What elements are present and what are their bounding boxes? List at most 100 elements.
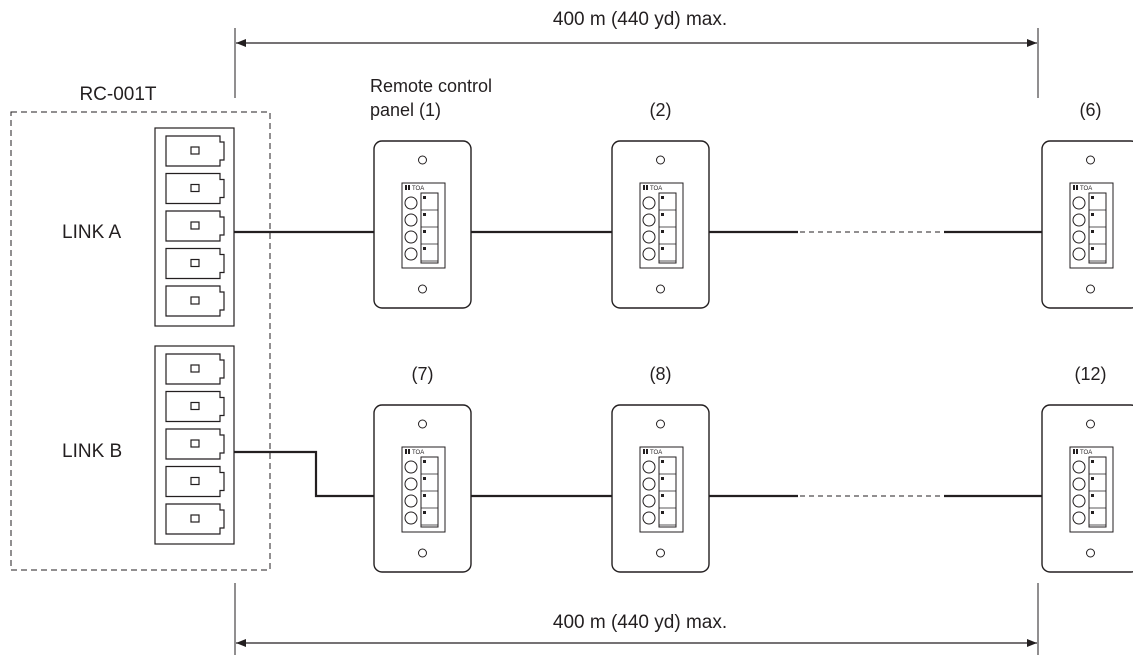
link-a-connector-4 — [165, 247, 225, 280]
panel-button-2 — [404, 477, 418, 491]
indicator-led-icon — [661, 230, 664, 233]
screw-hole-icon — [1086, 548, 1095, 558]
panel-button-2 — [1072, 213, 1086, 227]
panel-label-line1: Remote control — [370, 76, 492, 96]
panel-logo-text: TOA — [412, 186, 424, 192]
link-b-connector-5 — [165, 503, 225, 535]
screw-hole-icon — [1086, 284, 1095, 294]
indicator-led-icon — [661, 213, 664, 216]
panel-wall-plate — [611, 140, 710, 309]
connector-latch-icon — [190, 221, 200, 230]
panel-button-1 — [642, 460, 656, 474]
dimension-bottom-label: 400 m (440 yd) max. — [553, 612, 727, 633]
panel-button-2 — [1072, 477, 1086, 491]
panel-button-4 — [404, 511, 418, 525]
link-a-connector-block — [154, 127, 235, 327]
panel-button-1 — [1072, 460, 1086, 474]
toa-logo-icon: TOA — [1073, 185, 1092, 192]
key-strip — [1088, 456, 1107, 528]
link-a-label: LINK A — [62, 222, 121, 243]
link-b-label: LINK B — [62, 441, 122, 462]
panel-button-3 — [1072, 230, 1086, 244]
remote-panel-2-2: (8) TOA — [611, 364, 710, 573]
link-a-connector-2 — [165, 172, 225, 205]
screw-hole-icon — [1086, 155, 1095, 165]
controller-rc001t: RC-001T LINK A LINK B — [10, 84, 271, 571]
panel-label: (2) — [650, 100, 672, 120]
key-strip — [420, 192, 439, 264]
panel-button-1 — [1072, 196, 1086, 210]
screw-hole-icon — [418, 548, 427, 558]
indicator-led-icon — [1091, 494, 1094, 497]
panel-wall-plate — [611, 404, 710, 573]
panel-button-4 — [1072, 247, 1086, 261]
screw-hole-icon — [418, 419, 427, 429]
wiring — [234, 230, 1042, 498]
panel-button-4 — [642, 247, 656, 261]
panel-button-3 — [642, 494, 656, 508]
remote-panel-2-1: (7)TOA — [373, 364, 472, 573]
panel-wall-plate — [373, 404, 472, 573]
panel-logo-text: TOA — [412, 450, 424, 456]
indicator-led-icon — [661, 494, 664, 497]
screw-hole-icon — [1086, 419, 1095, 429]
panel-button-2 — [642, 477, 656, 491]
indicator-led-icon — [1091, 477, 1094, 480]
panel-button-1 — [404, 196, 418, 210]
panel-wall-plate — [1041, 140, 1133, 309]
indicator-led-icon — [661, 477, 664, 480]
cable-link-b-to-panel-7 — [234, 450, 374, 498]
indicator-led-icon — [1091, 213, 1094, 216]
panel-face — [401, 182, 446, 269]
indicator-led-icon — [1091, 196, 1094, 199]
toa-logo-icon: TOA — [405, 449, 424, 456]
link-b-connectors — [165, 353, 225, 535]
link-b-connector-4 — [165, 465, 225, 498]
connector-latch-icon — [190, 258, 200, 268]
panel-face — [1069, 182, 1114, 269]
link-a-connector-5 — [165, 285, 225, 317]
toa-logo-icon: TOA — [643, 449, 662, 456]
controller-outline — [10, 111, 271, 571]
link-b-connector-block — [154, 345, 235, 545]
toa-logo-icon: TOA — [643, 185, 662, 192]
panel-label: (6) — [1080, 100, 1102, 120]
toa-logo-icon: TOA — [405, 185, 424, 192]
connector-latch-icon — [190, 296, 200, 305]
link-a-connector-3 — [165, 210, 225, 242]
connector-latch-icon — [190, 146, 200, 155]
screw-hole-icon — [656, 155, 665, 165]
indicator-led-icon — [423, 196, 426, 199]
panel-button-3 — [1072, 494, 1086, 508]
screw-hole-icon — [418, 155, 427, 165]
panel-button-1 — [642, 196, 656, 210]
dimension-top-label: 400 m (440 yd) max. — [553, 9, 727, 30]
panel-face — [639, 182, 684, 269]
connector-latch-icon — [190, 514, 200, 523]
screw-hole-icon — [656, 548, 665, 558]
panel-button-3 — [404, 230, 418, 244]
indicator-led-icon — [423, 247, 426, 250]
panel-button-2 — [642, 213, 656, 227]
key-strip — [658, 192, 677, 264]
panel-label-line2: panel (1) — [370, 100, 441, 120]
panel-button-2 — [404, 213, 418, 227]
key-strip — [1088, 192, 1107, 264]
remote-panel-1-2: (2) TOA — [611, 100, 710, 309]
indicator-led-icon — [423, 511, 426, 514]
indicator-led-icon — [661, 460, 664, 463]
indicator-led-icon — [661, 247, 664, 250]
screw-hole-icon — [656, 419, 665, 429]
link-b-connector-3 — [165, 428, 225, 460]
toa-logo-icon: TOA — [1073, 449, 1092, 456]
panel-face — [401, 446, 446, 533]
indicator-led-icon — [1091, 511, 1094, 514]
connector-latch-icon — [190, 183, 200, 193]
panel-button-3 — [642, 230, 656, 244]
link-a-connector-1 — [165, 135, 225, 167]
panel-label: (12) — [1074, 364, 1106, 384]
key-strip — [420, 456, 439, 528]
dimension-bottom: 400 m (440 yd) max. — [236, 612, 1037, 647]
panel-label: (8) — [650, 364, 672, 384]
